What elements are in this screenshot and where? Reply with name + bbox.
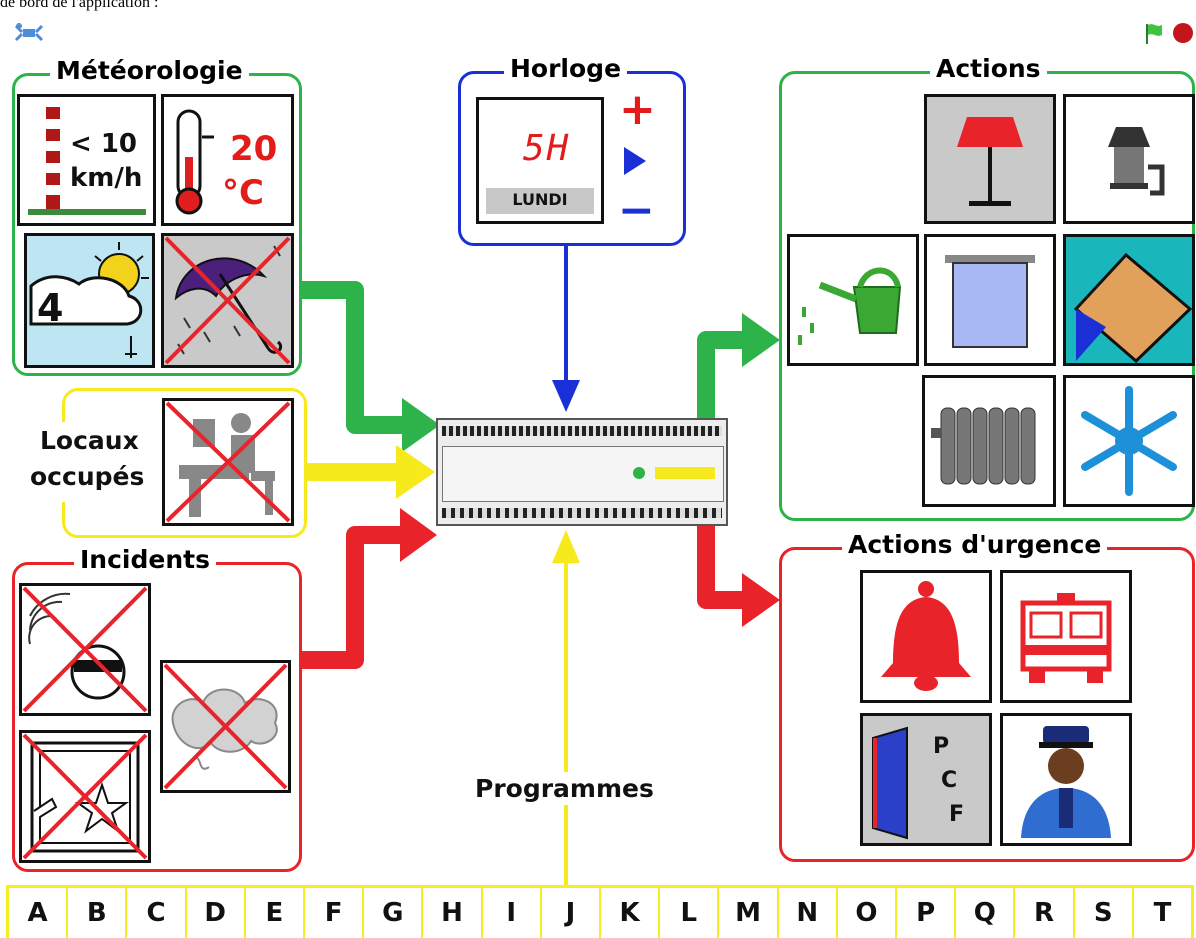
firefighters-tile[interactable]	[1000, 570, 1132, 703]
occupancy-label-line1: Locaux	[40, 426, 139, 455]
program-letter-j[interactable]: J	[542, 888, 602, 938]
temperature-sensor-tile[interactable]: 20 °C	[161, 94, 294, 226]
program-letter-strip: A B C D E F G H I J K L M N O P Q R S T	[6, 885, 1194, 938]
radiator-icon	[931, 407, 1036, 485]
program-letter-q[interactable]: Q	[956, 888, 1016, 938]
lamp-action-tile[interactable]	[924, 94, 1056, 224]
fullscreen-icon[interactable]	[14, 22, 44, 44]
window-break-sensor-tile[interactable]	[19, 730, 151, 863]
wind-sensor-tile[interactable]: < 10 km/h	[17, 94, 156, 226]
police-tile[interactable]	[1000, 713, 1132, 846]
stop-icon[interactable]	[1172, 22, 1194, 44]
central-controller[interactable]	[436, 418, 728, 526]
watering-can-icon	[798, 267, 902, 345]
green-flag-icon[interactable]	[1144, 22, 1164, 46]
bell-icon	[881, 581, 971, 691]
program-letter-b[interactable]: B	[68, 888, 128, 938]
watering-action-tile[interactable]	[787, 234, 919, 366]
broken-window-icon	[22, 733, 148, 860]
window-blind-icon	[945, 255, 1035, 348]
smoke-cloud-icon	[163, 663, 288, 790]
thermometer-icon	[175, 109, 214, 215]
occupancy-sensor-tile[interactable]	[162, 398, 294, 526]
clock-minus-button[interactable]: −	[618, 185, 655, 236]
program-letter-k[interactable]: K	[601, 888, 661, 938]
sun-cloud-icon	[29, 242, 149, 358]
program-letter-m[interactable]: M	[719, 888, 779, 938]
heating-action-tile[interactable]	[922, 375, 1056, 507]
fire-door-letter-p: P	[933, 734, 950, 759]
program-letter-h[interactable]: H	[423, 888, 483, 938]
program-letter-p[interactable]: P	[897, 888, 957, 938]
occupancy-label-line2: occupés	[30, 462, 145, 491]
program-letter-c[interactable]: C	[127, 888, 187, 938]
intrusion-sensor-tile[interactable]	[19, 583, 151, 716]
snowflake-icon	[1081, 386, 1177, 496]
program-letter-g[interactable]: G	[364, 888, 424, 938]
awning-icon	[1073, 252, 1192, 363]
fire-door-letter-c: C	[941, 768, 958, 793]
program-letter-n[interactable]: N	[779, 888, 838, 938]
fire-door-icon	[872, 726, 908, 840]
cloud-value: 4	[37, 286, 64, 330]
floor-lamp-icon	[957, 117, 1023, 206]
fire-door-tile[interactable]: P C F	[860, 713, 992, 846]
play-icon[interactable]	[622, 145, 648, 177]
blinds-action-tile[interactable]	[924, 234, 1056, 366]
controller-terminals-bottom	[442, 508, 722, 518]
programmes-label: Programmes	[473, 772, 656, 805]
incidents-title: Incidents	[74, 546, 216, 574]
program-letter-o[interactable]: O	[838, 888, 898, 938]
wind-value: < 10	[70, 129, 138, 159]
controller-led	[633, 467, 645, 479]
program-letter-e[interactable]: E	[246, 888, 306, 938]
program-letter-l[interactable]: L	[660, 888, 720, 938]
rain-sensor-tile[interactable]	[161, 233, 294, 368]
controller-label-strip	[655, 467, 715, 479]
program-letter-f[interactable]: F	[305, 888, 365, 938]
emergency-title: Actions d'urgence	[842, 531, 1108, 559]
stage-toolbar	[0, 14, 1196, 54]
smoke-sensor-tile[interactable]	[160, 660, 291, 793]
controller-terminals-top	[442, 426, 722, 436]
air-conditioning-action-tile[interactable]	[1063, 375, 1195, 507]
clock-day-bar: LUNDI	[486, 188, 594, 214]
umbrella-icon	[164, 236, 291, 365]
person-at-desk-icon	[165, 401, 291, 523]
program-letter-s[interactable]: S	[1075, 888, 1134, 938]
actions-title: Actions	[930, 55, 1047, 83]
fire-truck-icon	[1020, 593, 1112, 683]
clock-display: 5H LUNDI	[476, 97, 604, 224]
cloud-sensor-tile[interactable]: 4	[24, 233, 155, 368]
clock-plus-button[interactable]: +	[619, 84, 656, 135]
wall-lantern-icon	[1108, 127, 1165, 196]
burglar-icon	[22, 586, 148, 713]
clock-title: Horloge	[504, 55, 628, 83]
wind-unit: km/h	[70, 163, 143, 193]
program-letter-i[interactable]: I	[483, 888, 542, 938]
temperature-unit: °C	[222, 173, 264, 213]
program-letter-t[interactable]: T	[1153, 898, 1172, 928]
page-caption: de bord de l'application :	[0, 0, 159, 11]
program-letter-a[interactable]: A	[9, 888, 69, 938]
awning-action-tile[interactable]	[1063, 234, 1195, 366]
occupancy-label-bg: Locaux occupés	[20, 422, 165, 502]
fire-door-letter-f: F	[949, 802, 965, 827]
clock-hour: 5H	[523, 128, 571, 169]
outdoor-light-action-tile[interactable]	[1063, 94, 1195, 224]
program-letter-r[interactable]: R	[1015, 888, 1075, 938]
meteo-title: Météorologie	[50, 57, 249, 85]
controller-panel	[442, 446, 724, 502]
temperature-value: 20	[230, 129, 278, 169]
police-officer-icon	[1021, 726, 1111, 838]
windsock-icon	[28, 107, 146, 215]
program-letter-d[interactable]: D	[187, 888, 246, 938]
alarm-bell-tile[interactable]	[860, 570, 992, 703]
clock-day: LUNDI	[512, 190, 568, 209]
